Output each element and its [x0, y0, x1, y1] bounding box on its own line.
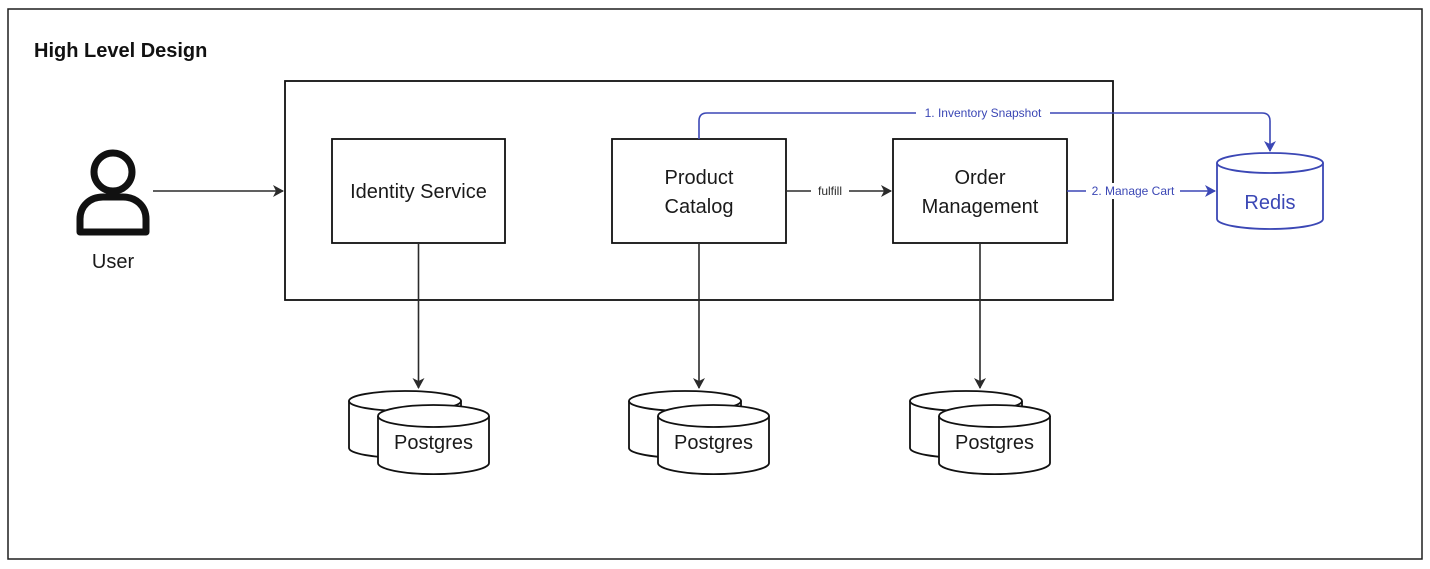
- identity-postgres-label: Postgres: [394, 432, 473, 454]
- order-management-label-line2: Management: [922, 196, 1039, 218]
- order-management-box[interactable]: Order Management: [892, 138, 1068, 244]
- user-actor[interactable]: User: [76, 149, 150, 273]
- fulfill-label: fulfill: [818, 184, 842, 198]
- redis-cache[interactable]: Redis: [1216, 152, 1324, 230]
- diagram-title: High Level Design: [34, 40, 207, 62]
- identity-service-box[interactable]: Identity Service: [331, 138, 506, 244]
- identity-service-label: Identity Service: [350, 181, 487, 203]
- catalog-postgres-label: Postgres: [674, 432, 753, 454]
- product-catalog-label-line2: Catalog: [665, 196, 734, 218]
- identity-postgres-db[interactable]: Postgres: [348, 390, 490, 475]
- redis-label: Redis: [1244, 192, 1295, 214]
- user-icon: [76, 149, 150, 236]
- product-catalog-box[interactable]: Product Catalog: [611, 138, 787, 244]
- manage-cart-label: 2. Manage Cart: [1092, 184, 1175, 198]
- catalog-postgres-db[interactable]: Postgres: [628, 390, 770, 475]
- orders-postgres-label: Postgres: [955, 432, 1034, 454]
- order-management-label-line1: Order: [954, 167, 1005, 189]
- inventory-snapshot-label: 1. Inventory Snapshot: [925, 106, 1042, 120]
- user-label: User: [92, 251, 135, 273]
- product-catalog-label-line1: Product: [665, 167, 734, 189]
- orders-postgres-db[interactable]: Postgres: [909, 390, 1051, 475]
